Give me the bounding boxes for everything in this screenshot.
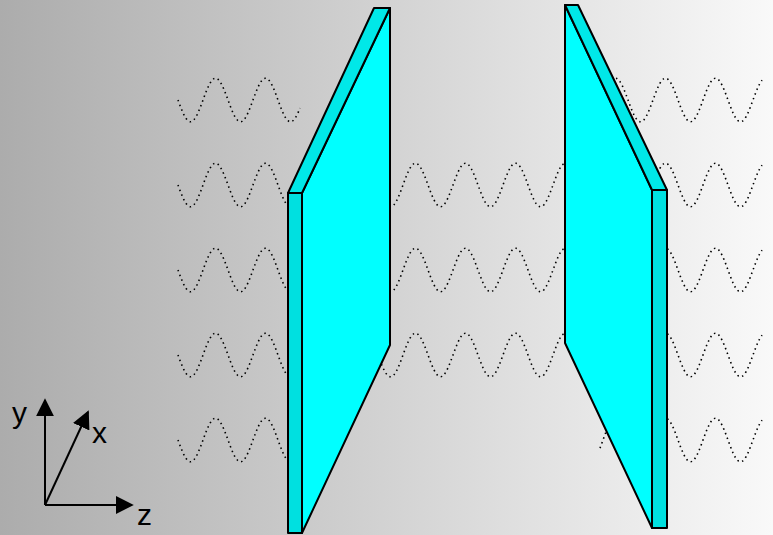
- light-waves: [178, 78, 762, 462]
- wave: [178, 248, 300, 292]
- left-mirror: [288, 8, 390, 533]
- wave: [178, 333, 300, 377]
- axis-label: x: [92, 418, 107, 448]
- wave: [178, 418, 300, 462]
- axis-label: z: [137, 500, 152, 530]
- axis-label: y: [12, 398, 27, 428]
- wave: [178, 78, 300, 122]
- axes: [45, 400, 132, 505]
- wave: [178, 163, 300, 207]
- right-mirror: [565, 5, 667, 528]
